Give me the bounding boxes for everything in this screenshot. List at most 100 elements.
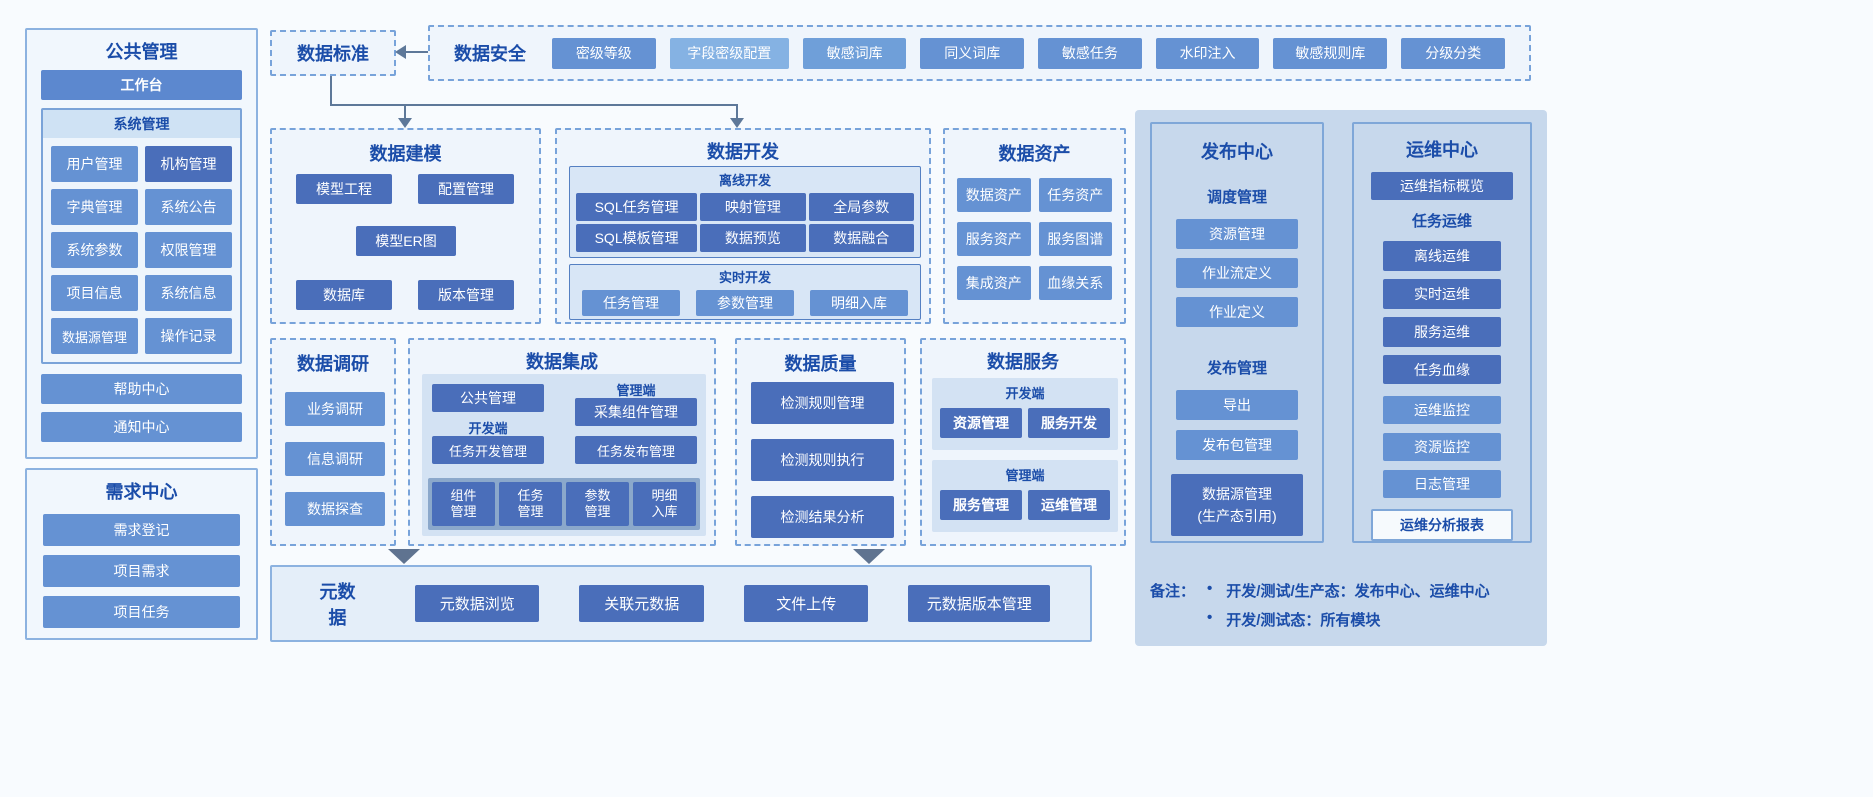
bullet-icon: • — [1207, 609, 1213, 626]
btn-model-er-diagram[interactable]: 模型ER图 — [356, 226, 456, 256]
btn-detection-rule-management[interactable]: 检测规则管理 — [751, 382, 894, 424]
btn-task-management[interactable]: 任务 管理 — [499, 482, 562, 526]
btn-task-lineage[interactable]: 任务血缘 — [1383, 354, 1501, 385]
btn-rt-detail-storage[interactable]: 明细入库 — [810, 290, 908, 316]
btn-data-asset[interactable]: 数据资产 — [957, 178, 1031, 212]
workbench-button[interactable]: 工作台 — [41, 70, 242, 100]
btn-service-management[interactable]: 服务管理 — [940, 490, 1022, 520]
services-mgmt-group: 管理端 服务管理 运维管理 — [932, 460, 1118, 532]
btn-operation-log[interactable]: 操作记录 — [145, 318, 232, 354]
realtime-development-title: 实时开发 — [718, 270, 771, 285]
btn-param-management[interactable]: 参数 管理 — [566, 482, 629, 526]
btn-file-upload[interactable]: 文件上传 — [743, 585, 869, 622]
publish-management-label: 发布管理 — [1206, 360, 1267, 377]
module-data-security: 数据安全 密级等级 字段密级配置 敏感词库 同义词库 敏感任务 水印注入 敏感规… — [428, 25, 1531, 81]
btn-database[interactable]: 数据库 — [296, 280, 392, 310]
notice-center-button[interactable]: 通知中心 — [41, 412, 242, 442]
btn-rt-task-management[interactable]: 任务管理 — [582, 290, 680, 316]
btn-model-project[interactable]: 模型工程 — [296, 174, 392, 204]
btn-jobflow-definition[interactable]: 作业流定义 — [1176, 258, 1298, 288]
btn-project-demand[interactable]: 项目需求 — [43, 555, 240, 587]
btn-data-exploration[interactable]: 数据探查 — [285, 492, 385, 526]
btn-release-package-management[interactable]: 发布包管理 — [1176, 430, 1298, 460]
connector-line — [330, 104, 738, 106]
btn-system-params[interactable]: 系统参数 — [51, 232, 138, 268]
btn-ops-monitor[interactable]: 运维监控 — [1383, 396, 1501, 425]
services-dev-group: 开发端 资源管理 服务开发 — [932, 378, 1118, 450]
btn-metadata-browse[interactable]: 元数据浏览 — [414, 585, 540, 622]
module-ops-center: 运维中心 运维指标概览 任务运维 离线运维 实时运维 服务运维 任务血缘 运维监… — [1352, 122, 1532, 543]
btn-service-asset[interactable]: 服务资产 — [957, 222, 1031, 256]
btn-watermark-inject[interactable]: 水印注入 — [1155, 37, 1260, 69]
btn-task-asset[interactable]: 任务资产 — [1038, 178, 1112, 212]
help-center-button[interactable]: 帮助中心 — [41, 374, 242, 404]
integration-dev-label: 开发端 — [468, 421, 508, 436]
btn-user-management[interactable]: 用户管理 — [51, 146, 138, 182]
btn-global-params[interactable]: 全局参数 — [808, 193, 914, 221]
btn-log-management[interactable]: 日志管理 — [1383, 470, 1501, 499]
arrow-left-icon — [395, 45, 406, 59]
btn-ops-analysis-report[interactable]: 运维分析报表 — [1371, 509, 1513, 542]
btn-collect-component-management[interactable]: 采集组件管理 — [575, 398, 697, 426]
data-quality-title: 数据质量 — [784, 354, 857, 374]
btn-dict-management[interactable]: 字典管理 — [51, 189, 138, 225]
btn-related-metadata[interactable]: 关联元数据 — [579, 585, 704, 622]
btn-service-graph[interactable]: 服务图谱 — [1038, 222, 1112, 256]
notes-line2: 开发/测试态：所有模块 — [1226, 612, 1381, 629]
btn-job-definition[interactable]: 作业定义 — [1176, 297, 1298, 327]
btn-project-info[interactable]: 项目信息 — [51, 275, 138, 311]
btn-detection-rule-execution[interactable]: 检测规则执行 — [751, 439, 894, 481]
data-development-title: 数据开发 — [707, 142, 779, 162]
btn-org-management[interactable]: 机构管理 — [145, 146, 232, 182]
public-management-title: 公共管理 — [105, 42, 178, 62]
btn-datasource-management[interactable]: 数据源管理 — [51, 318, 138, 354]
btn-resource-monitor[interactable]: 资源监控 — [1383, 433, 1501, 462]
btn-system-notice[interactable]: 系统公告 — [145, 189, 232, 225]
btn-lineage-relation[interactable]: 血缘关系 — [1038, 266, 1112, 300]
btn-synonym-lexicon[interactable]: 同义词库 — [920, 37, 1025, 69]
btn-service-development[interactable]: 服务开发 — [1028, 408, 1110, 438]
btn-service-ops[interactable]: 服务运维 — [1383, 316, 1501, 347]
btn-integration-public-management[interactable]: 公共管理 — [432, 384, 544, 412]
btn-data-preview[interactable]: 数据预览 — [700, 224, 806, 252]
btn-task-release-management[interactable]: 任务发布管理 — [575, 436, 697, 464]
btn-export[interactable]: 导出 — [1176, 390, 1298, 420]
btn-ops-metric-overview[interactable]: 运维指标概览 — [1371, 172, 1513, 200]
btn-resource-management[interactable]: 资源管理 — [940, 408, 1022, 438]
btn-integration-asset[interactable]: 集成资产 — [957, 266, 1031, 300]
btn-secret-level[interactable]: 密级等级 — [552, 37, 656, 69]
btn-detection-result-analysis[interactable]: 检测结果分析 — [751, 496, 894, 538]
btn-system-info[interactable]: 系统信息 — [145, 275, 232, 311]
services-dev-title: 开发端 — [1005, 386, 1045, 401]
btn-sensitive-rule-lib[interactable]: 敏感规则库 — [1273, 37, 1388, 69]
btn-rt-param-management[interactable]: 参数管理 — [696, 290, 794, 316]
btn-task-dev-management[interactable]: 任务开发管理 — [432, 436, 544, 464]
btn-sql-template-management[interactable]: SQL模板管理 — [576, 224, 698, 252]
btn-demand-register[interactable]: 需求登记 — [43, 514, 240, 546]
btn-component-management[interactable]: 组件 管理 — [432, 482, 495, 526]
btn-release-resource-management[interactable]: 资源管理 — [1176, 219, 1298, 249]
integration-bottom-strip: 组件 管理 任务 管理 参数 管理 明细 入库 — [428, 478, 700, 530]
integration-panel: 公共管理 管理端 采集组件管理 开发端 任务开发管理 任务发布管理 组件 管理 … — [422, 374, 706, 536]
btn-version-management[interactable]: 版本管理 — [418, 280, 514, 310]
btn-permission-management[interactable]: 权限管理 — [145, 232, 232, 268]
btn-metadata-version-management[interactable]: 元数据版本管理 — [908, 585, 1050, 622]
btn-classification[interactable]: 分级分类 — [1401, 37, 1506, 69]
btn-detail-storage[interactable]: 明细 入库 — [633, 482, 696, 526]
btn-config-management[interactable]: 配置管理 — [418, 174, 514, 204]
task-ops-label: 任务运维 — [1411, 212, 1472, 230]
btn-business-research[interactable]: 业务调研 — [285, 392, 385, 426]
btn-offline-ops[interactable]: 离线运维 — [1383, 240, 1501, 271]
btn-datasource-management-prod[interactable]: 数据源管理 (生产态引用) — [1171, 474, 1303, 536]
btn-info-research[interactable]: 信息调研 — [285, 442, 385, 476]
btn-realtime-ops[interactable]: 实时运维 — [1383, 278, 1501, 309]
btn-sql-task-management[interactable]: SQL任务管理 — [576, 193, 698, 221]
btn-data-fusion[interactable]: 数据融合 — [808, 224, 914, 252]
btn-ops-management[interactable]: 运维管理 — [1028, 490, 1110, 520]
btn-mapping-management[interactable]: 映射管理 — [700, 193, 806, 221]
btn-sensitive-lexicon[interactable]: 敏感词库 — [802, 37, 907, 69]
btn-project-task[interactable]: 项目任务 — [43, 596, 240, 628]
btn-sensitive-task[interactable]: 敏感任务 — [1038, 37, 1142, 69]
btn-field-secret-config[interactable]: 字段密级配置 — [669, 37, 789, 69]
